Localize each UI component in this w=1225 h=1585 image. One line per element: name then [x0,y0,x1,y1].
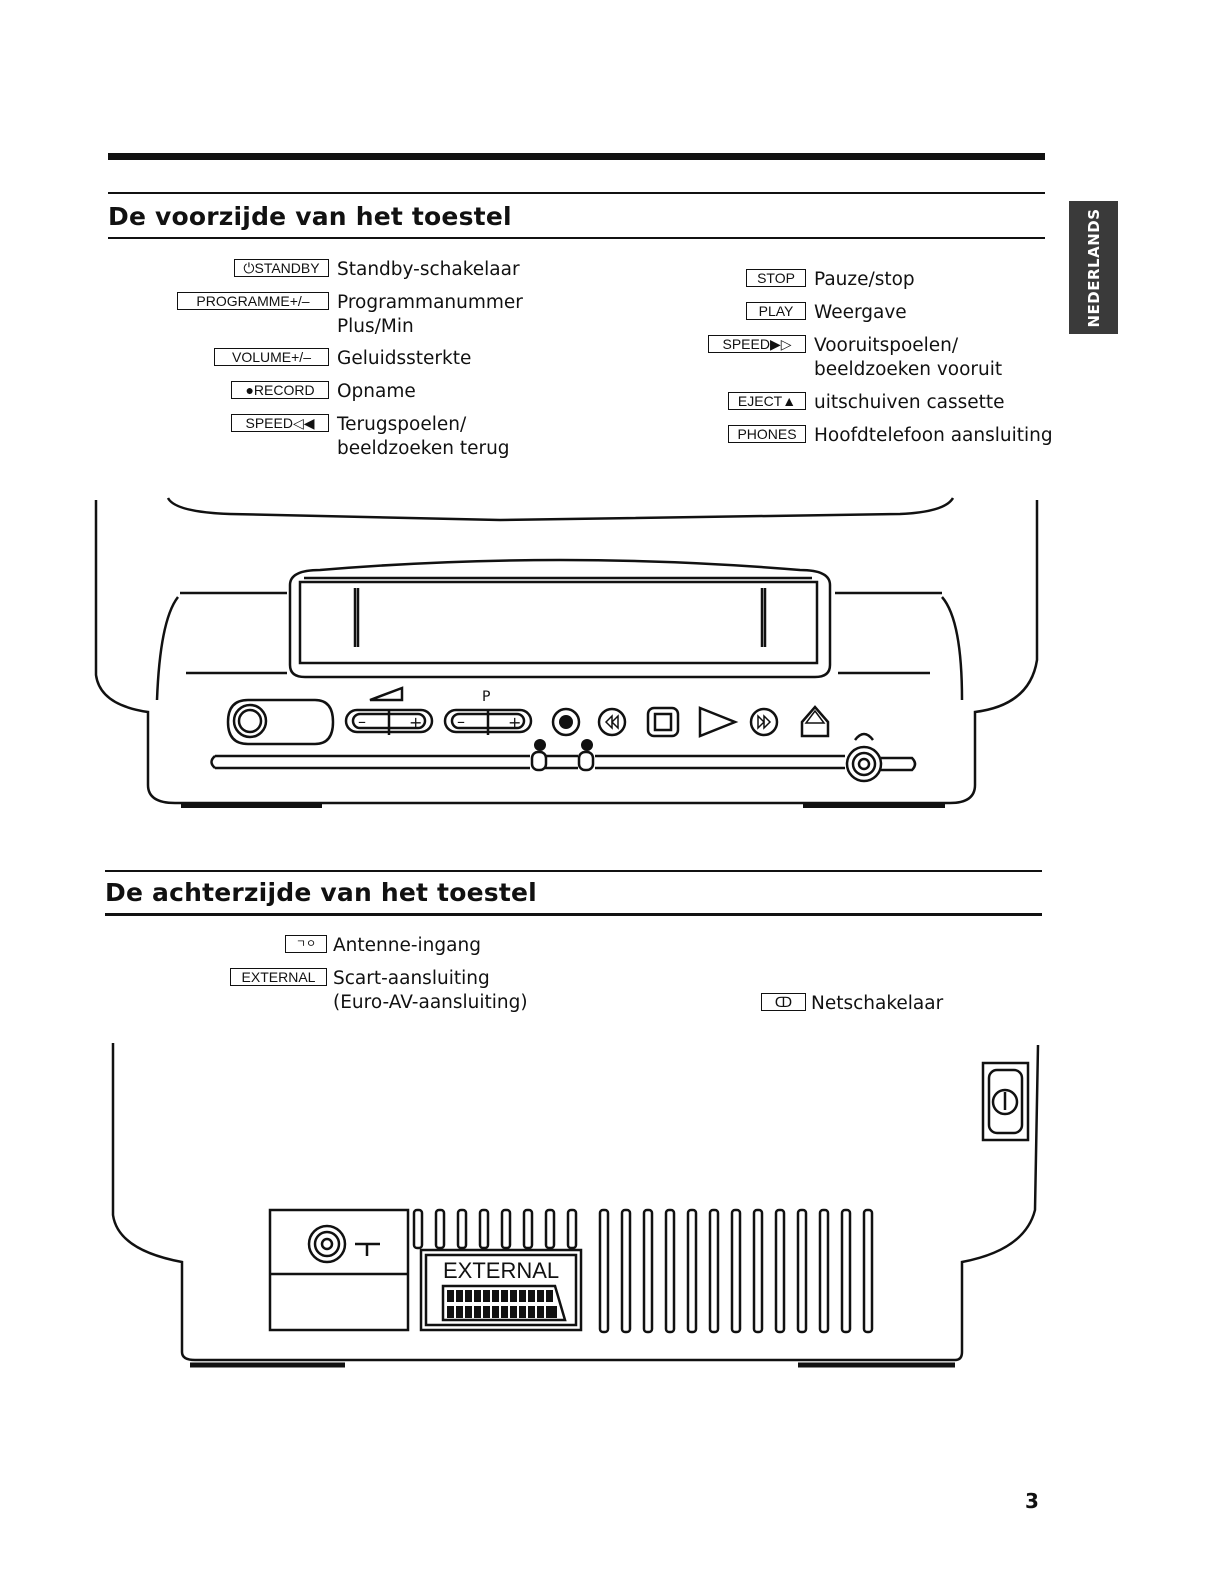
desc-mains: Netschakelaar [811,993,944,1014]
rear-section-title: De achterzijde van het toestel [105,878,537,907]
language-tab: NEDERLANDS [1069,201,1118,334]
svg-text:–: – [457,712,465,731]
front-title-bottom-rule [108,237,1045,239]
desc-external: Scart-aansluiting (Euro-AV-aansluiting) [333,968,528,1013]
rear-title-top-rule [105,870,1042,872]
key-speed-forward: SPEED▶▷ [708,335,806,353]
top-thick-rule [108,153,1045,160]
key-programme: PROGRAMME+/– [177,292,329,310]
page-number: 3 [1025,1489,1039,1513]
key-eject: EJECT▲ [728,392,806,410]
desc-record: Opname [337,381,416,402]
desc-speed-rewind: Terugspoelen/ beeldzoeken terug [337,414,510,459]
key-antenna: ㄱㅇ [285,935,327,953]
rear-title-bottom-rule [105,913,1042,916]
key-play: PLAY [746,302,806,320]
desc-programme: Programmanummer Plus/Min [337,292,523,337]
key-external: EXTERNAL [230,968,327,986]
programme-p-label: P [482,689,491,705]
svg-text:+: + [409,713,422,732]
desc-stop: Pauze/stop [814,269,915,290]
key-mains: ↀ [761,993,806,1011]
language-tab-label: NEDERLANDS [1084,207,1103,328]
key-standby: ⏻STANDBY [234,259,329,277]
svg-text:–: – [358,712,366,731]
desc-phones: Hoofdtelefoon aansluiting [814,425,1053,446]
desc-play: Weergave [814,302,907,323]
key-volume: VOLUME+/– [214,348,329,366]
svg-text:+: + [508,713,521,732]
key-record: ●RECORD [231,381,329,399]
front-section-title: De voorzijde van het toestel [108,202,512,231]
key-speed-rewind: SPEED◁◀ [231,414,329,432]
desc-standby: Standby-schakelaar [337,259,520,280]
key-phones: PHONES [728,425,806,443]
front-title-top-rule [108,192,1045,194]
key-stop: STOP [746,269,806,287]
desc-antenna: Antenne-ingang [333,935,481,956]
scart-connector-label: EXTERNAL [443,1258,560,1283]
desc-eject: uitschuiven cassette [814,392,1005,413]
desc-volume: Geluidssterkte [337,348,472,369]
scart-pins [447,1290,557,1318]
desc-speed-forward: Vooruitspoelen/ beeldzoeken vooruit [814,335,1003,380]
